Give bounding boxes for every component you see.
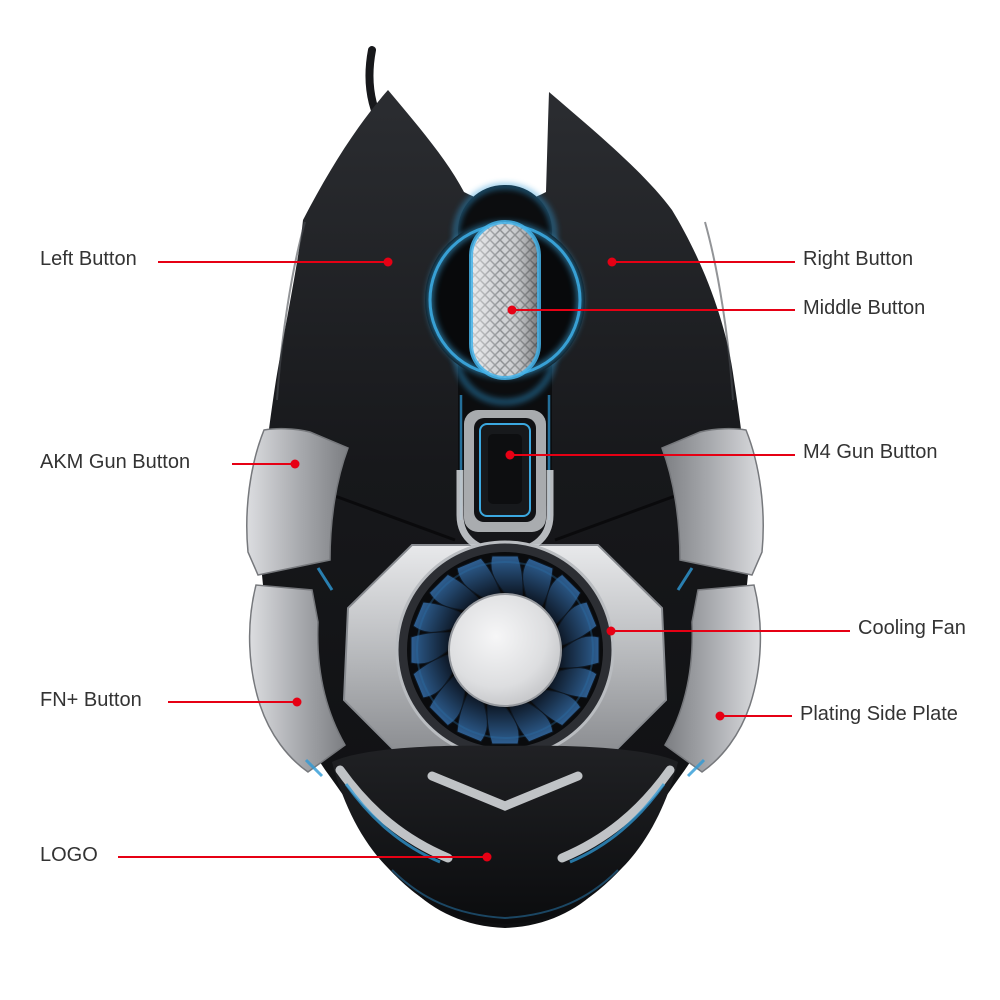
callout-label-plating-side-plate: Plating Side Plate bbox=[800, 703, 958, 725]
callout-dot-m4-gun-button bbox=[505, 450, 515, 460]
callout-label-logo: LOGO bbox=[40, 844, 98, 866]
callout-dot-left-button bbox=[383, 257, 393, 267]
callout-dot-middle-button bbox=[507, 305, 517, 315]
left-upper-side-plate bbox=[246, 427, 349, 576]
callout-line-right-button bbox=[612, 261, 795, 263]
fan-center bbox=[448, 593, 562, 707]
scroll-wheel bbox=[469, 220, 541, 380]
callout-line-logo bbox=[118, 856, 487, 858]
callout-dot-fn-plus-button bbox=[292, 697, 302, 707]
silver-trim-right bbox=[557, 765, 675, 863]
right-button-highlight bbox=[704, 221, 734, 401]
callout-label-right-button: Right Button bbox=[803, 248, 914, 270]
callout-line-left-button bbox=[158, 261, 388, 263]
callout-label-fn-plus-button: FN+ Button bbox=[40, 689, 142, 711]
left-button-highlight bbox=[276, 221, 306, 401]
callout-label-middle-button: Middle Button bbox=[803, 297, 926, 319]
callout-label-akm-gun-button: AKM Gun Button bbox=[40, 451, 191, 473]
right-upper-side-plate bbox=[661, 427, 764, 576]
callout-line-middle-button bbox=[512, 309, 795, 311]
callout-dot-akm-gun-button bbox=[290, 459, 300, 469]
callout-line-cooling-fan bbox=[611, 630, 850, 632]
right-plate-glow-bottom bbox=[686, 758, 706, 778]
cooling-fan bbox=[395, 540, 615, 760]
callout-line-akm-gun-button bbox=[232, 463, 295, 465]
silver-trim-center bbox=[427, 771, 583, 811]
fan-inner-glow bbox=[416, 561, 594, 739]
callout-dot-logo bbox=[482, 852, 492, 862]
callout-dot-right-button bbox=[607, 257, 617, 267]
callout-dot-plating-side-plate bbox=[715, 711, 725, 721]
callout-label-left-button: Left Button bbox=[40, 248, 137, 270]
m4-gun-button bbox=[464, 410, 546, 532]
left-plate-glow-bottom bbox=[304, 758, 324, 778]
callout-label-cooling-fan: Cooling Fan bbox=[858, 617, 966, 639]
palm-blue-accent-right bbox=[569, 783, 666, 864]
silver-trim-left bbox=[335, 765, 453, 863]
palm-rest bbox=[332, 745, 678, 924]
callout-line-m4-gun-button bbox=[510, 454, 795, 456]
callout-line-plating-side-plate bbox=[720, 715, 792, 717]
left-lower-side-plate bbox=[248, 584, 346, 773]
left-plate-glow bbox=[316, 567, 334, 591]
callout-line-fn-plus-button bbox=[168, 701, 297, 703]
callout-dot-cooling-fan bbox=[606, 626, 616, 636]
right-plate-glow bbox=[676, 567, 694, 591]
palm-bottom-glow bbox=[391, 869, 619, 920]
callout-label-m4-gun-button: M4 Gun Button bbox=[803, 441, 938, 463]
